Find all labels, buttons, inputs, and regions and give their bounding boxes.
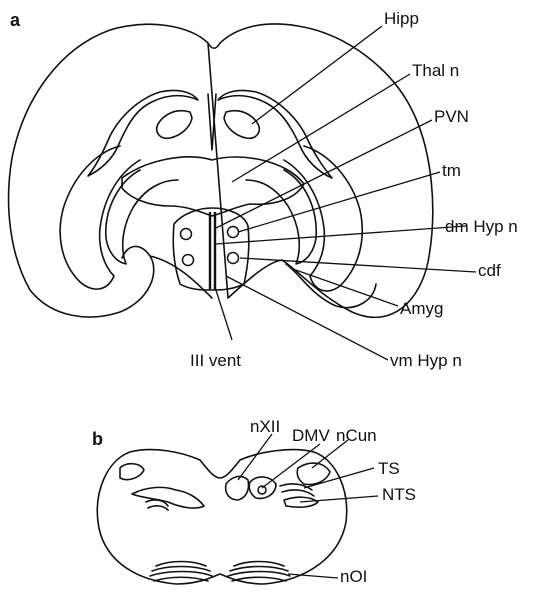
- leader-ts: [304, 468, 374, 488]
- nucleus-dm-left: [181, 229, 192, 240]
- label-tm: tm: [442, 161, 461, 180]
- label-third-vent: III vent: [190, 351, 241, 370]
- leader-cdf: [240, 258, 476, 272]
- label-pvn: PVN: [434, 107, 469, 126]
- panel-a-label: a: [10, 10, 21, 30]
- label-noi: nOI: [340, 567, 367, 586]
- olivary-right: [228, 562, 290, 582]
- olivary-left: [150, 562, 212, 582]
- label-thal: Thal n: [412, 61, 459, 80]
- medulla-outline: [97, 450, 346, 584]
- nucleus-tm-right: [228, 227, 239, 238]
- leader-pvn: [216, 120, 432, 228]
- hippocampus-left-inner: [157, 111, 192, 139]
- label-vmhyp: vm Hyp n: [390, 351, 462, 370]
- panel-b-label: b: [92, 429, 103, 449]
- label-amyg: Amyg: [400, 299, 443, 318]
- label-hipp: Hipp: [384, 9, 419, 28]
- leader-vmhyp: [226, 276, 388, 360]
- label-dmv: DMV: [292, 426, 330, 445]
- tractus-solitarius: [280, 484, 314, 496]
- amygdala: [286, 264, 376, 308]
- leader-hipp: [252, 26, 382, 124]
- leader-dmhyp: [216, 226, 466, 244]
- leader-amyg: [290, 268, 398, 306]
- nucleus-nxii: [226, 477, 249, 500]
- hippocampus-right-inner: [224, 111, 259, 139]
- dorsal-nuclei-left: [120, 464, 144, 480]
- label-nxii: nXII: [250, 417, 280, 436]
- internal-capsule-left: [106, 170, 178, 264]
- label-nts: NTS: [382, 485, 416, 504]
- nucleus-vm-left: [183, 255, 194, 266]
- label-dmhyp: dm Hyp n: [445, 217, 518, 236]
- panel-a: a: [9, 9, 518, 370]
- panel-b: b nX: [92, 417, 416, 586]
- label-cdf: cdf: [478, 261, 501, 280]
- leader-third-vent: [214, 284, 232, 340]
- thalamus: [122, 157, 304, 216]
- nucleus-dm-right: [228, 253, 239, 264]
- label-ts: TS: [378, 459, 400, 478]
- third-ventricle: [210, 212, 215, 290]
- label-ncun: nCun: [336, 426, 377, 445]
- internal-capsule-right: [246, 170, 316, 264]
- leader-nxii: [238, 434, 272, 480]
- leader-dmv: [262, 444, 320, 488]
